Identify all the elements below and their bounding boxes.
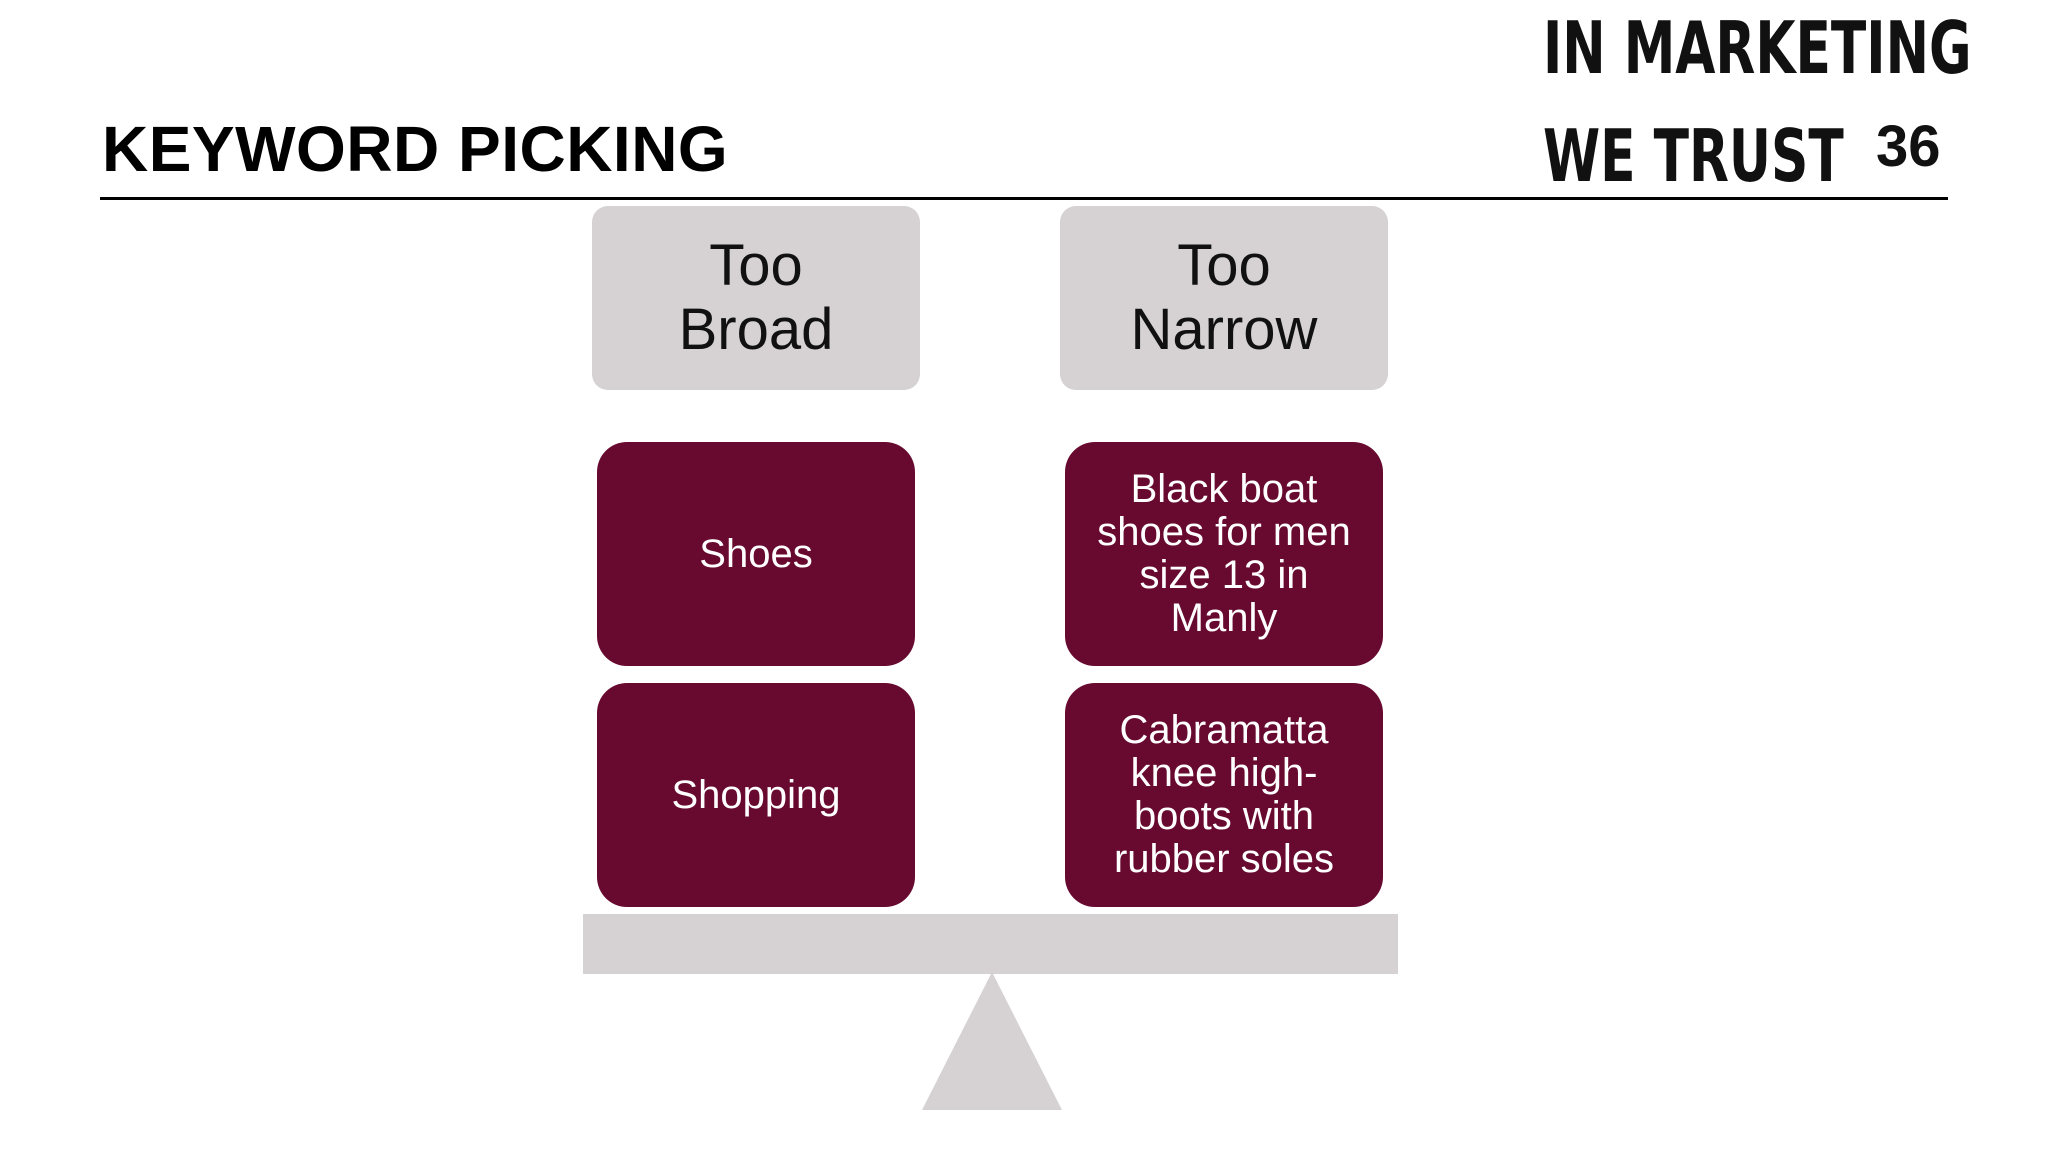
too-narrow-header: Too Narrow bbox=[1060, 206, 1388, 390]
too-broad-header: Too Broad bbox=[592, 206, 920, 390]
keyword-box-shoes: Shoes bbox=[597, 442, 915, 666]
fulcrum-triangle bbox=[922, 972, 1062, 1110]
slide-number: 36 bbox=[1876, 114, 1941, 179]
balance-beam bbox=[583, 914, 1398, 974]
keyword-box-cabramatta-boots: Cabramatta knee high-boots with rubber s… bbox=[1065, 683, 1383, 907]
keyword-box-black-boat-shoes: Black boat shoes for men size 13 in Manl… bbox=[1065, 442, 1383, 666]
slide-title: KEYWORD PICKING bbox=[102, 113, 729, 185]
brand-logo-line-2: WE TRUST bbox=[1543, 114, 1844, 198]
brand-logo-line-1: IN MARKETING bbox=[1543, 6, 1972, 90]
keyword-box-shopping: Shopping bbox=[597, 683, 915, 907]
title-divider bbox=[100, 197, 1948, 200]
